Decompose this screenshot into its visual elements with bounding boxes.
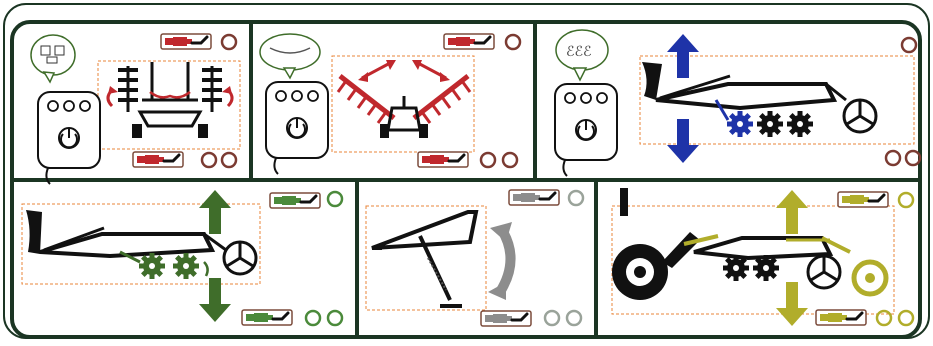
speech-bubble-icon [31,35,75,75]
hose-coupler-icon [161,34,211,49]
svg-text:ℰℰℰ: ℰℰℰ [566,44,591,60]
hose-coupler-icon [481,311,531,326]
hose-coupler-icon [444,34,494,49]
hose-coupler-icon [816,310,866,325]
hose-coupler-icon [418,152,468,167]
hose-coupler-icon [270,193,320,208]
speech-bubble-icon [260,34,320,70]
hose-coupler-icon [133,152,183,167]
hose-coupler-icon [838,192,888,207]
hose-coupler-icon [242,310,292,325]
hose-coupler-icon [509,190,559,205]
